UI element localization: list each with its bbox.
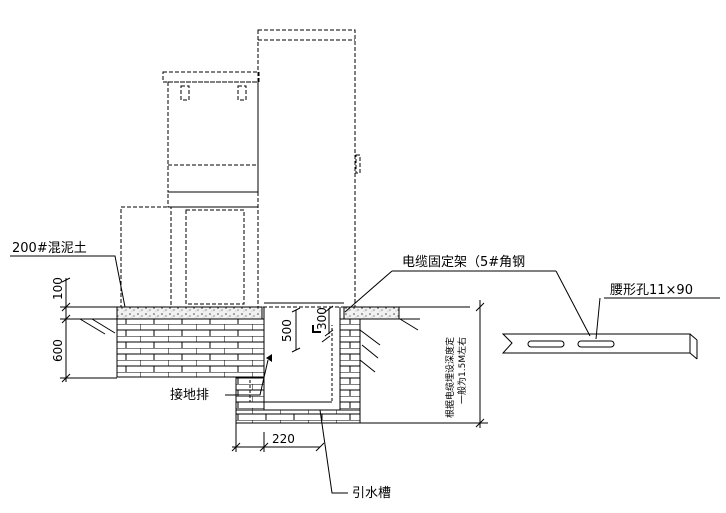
concrete-label: 200#混泥土 <box>12 241 87 256</box>
drain-trench-label: 引水槽 <box>352 486 391 501</box>
trench-floor <box>235 409 361 424</box>
concrete-slab-right <box>343 306 400 320</box>
grounding-bar-marker <box>266 354 272 362</box>
angle-steel-mark <box>312 325 321 333</box>
slotted-hole-label: 腰形孔11×90 <box>610 283 693 298</box>
leader-lines <box>10 255 720 494</box>
angle-steel-detail <box>501 333 698 360</box>
depth-note-line2: 一般为1.5M左右 <box>456 337 468 404</box>
brick-wall-right <box>339 318 361 424</box>
grounding-bar-label: 接地排 <box>170 387 209 403</box>
dimension-100: 100 <box>51 277 65 300</box>
trench-lining <box>249 325 333 403</box>
brick-wall-left <box>116 318 265 378</box>
dimension-600: 600 <box>51 339 65 362</box>
cable-bracket-label: 电缆固定架（5#角钢 <box>402 254 525 270</box>
cabinet-outline <box>120 29 361 308</box>
trench-outline <box>263 302 344 410</box>
dimension-300: 300 <box>315 307 329 330</box>
depth-note-line1: 根据电缆埋设深度定 <box>444 337 456 418</box>
dimension-220: 220 <box>272 432 295 446</box>
dimension-lines <box>60 277 488 452</box>
angle-steel-pointer <box>321 335 331 343</box>
concrete-slab-left <box>116 306 263 320</box>
dimension-500: 500 <box>280 319 294 342</box>
